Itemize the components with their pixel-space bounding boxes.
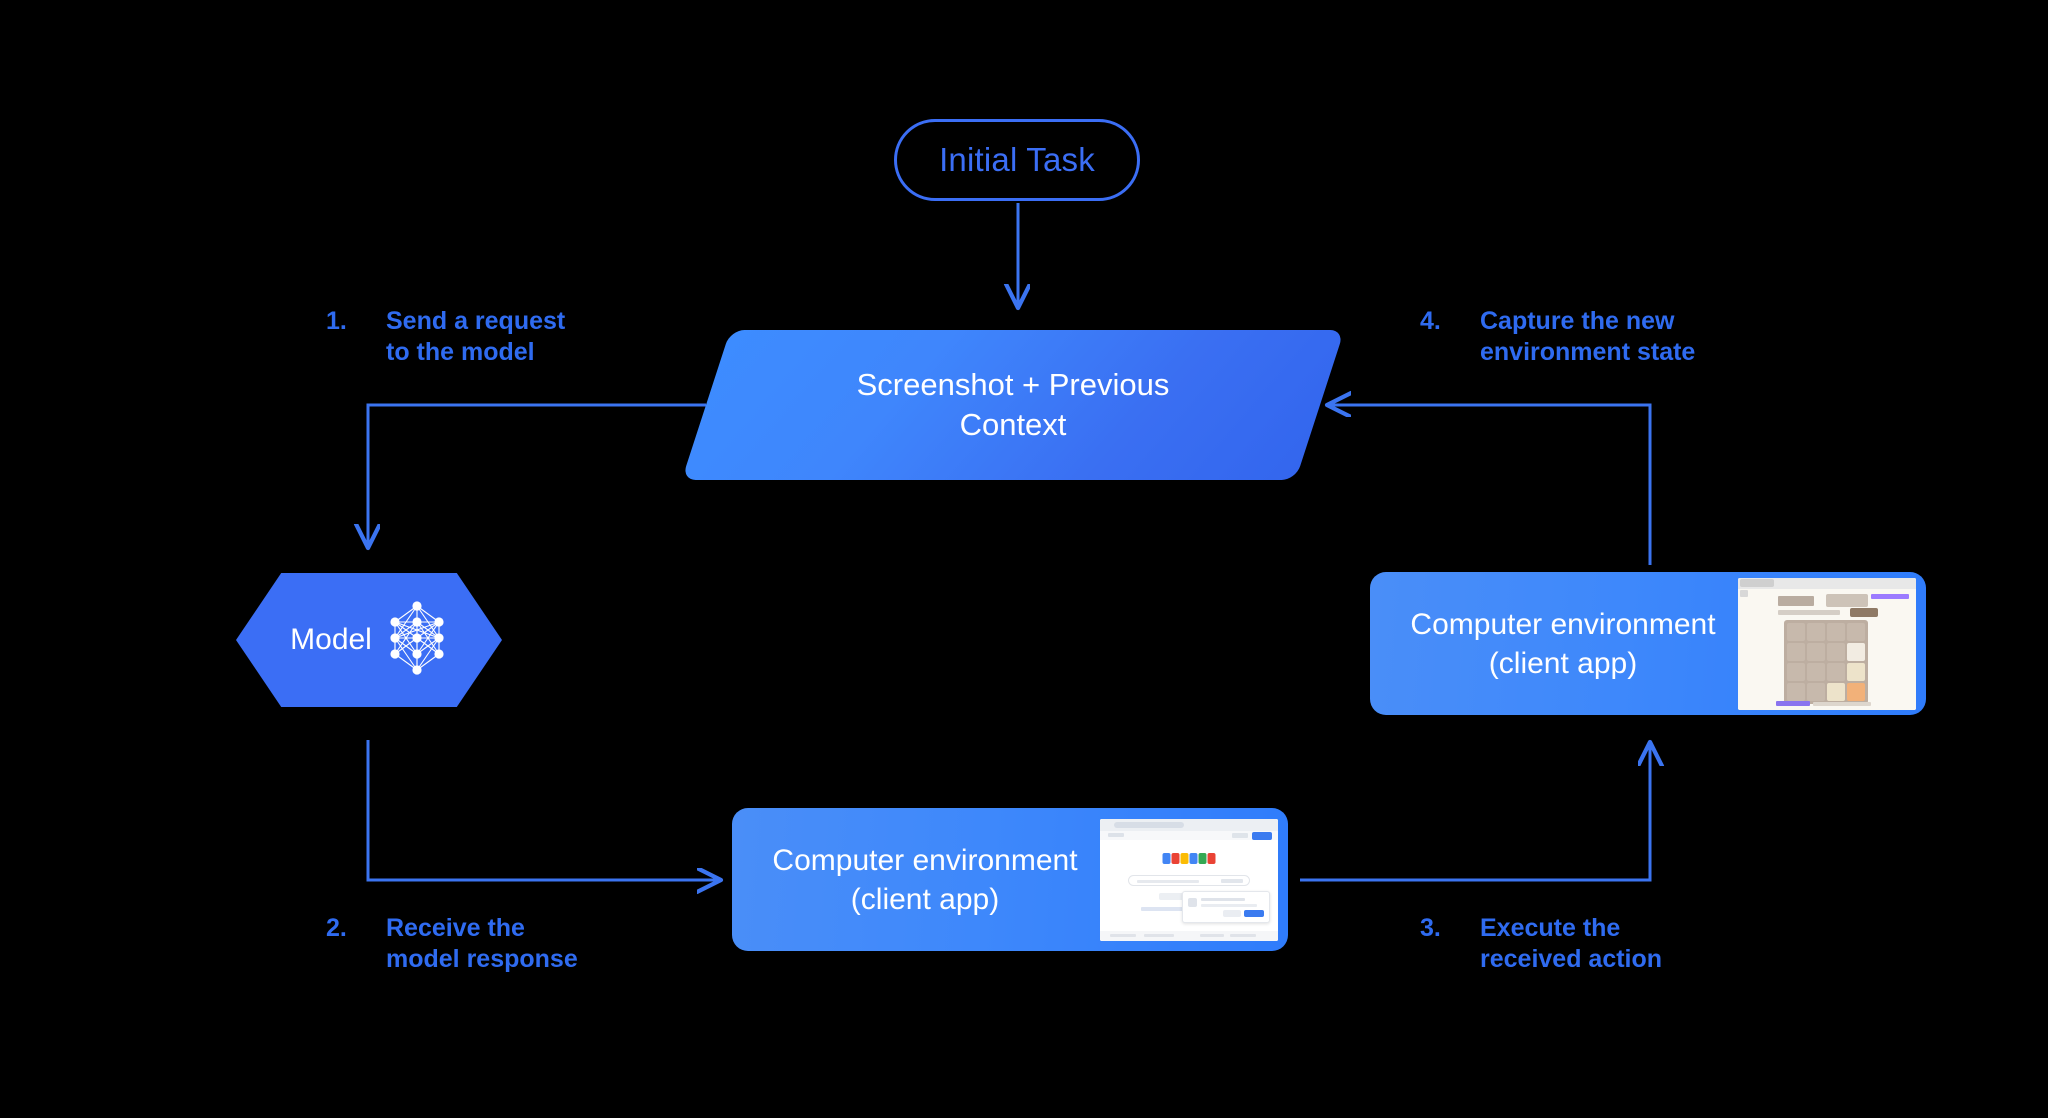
step-2: 2. Receive the model response <box>326 913 578 976</box>
initial-task-label: Initial Task <box>939 141 1095 178</box>
thumbnail-2048-game <box>1738 577 1916 710</box>
step-3: 3. Execute the received action <box>1420 913 1662 976</box>
node-environment-right[interactable]: Computer environment (client app) <box>1370 572 1926 715</box>
model-label: Model <box>290 623 372 656</box>
node-environment-bottom[interactable]: Computer environment (client app) <box>732 808 1288 951</box>
arrow-context-to-model <box>368 403 706 545</box>
step-1-number: 1. <box>326 307 347 335</box>
environment-right-label: Computer environment (client app) <box>1370 605 1738 683</box>
node-screenshot-context[interactable]: Screenshot + Previous Context <box>681 330 1345 480</box>
environment-bottom-label-line2: (client app) <box>850 882 1000 916</box>
environment-bottom-label-line1: Computer environment <box>772 843 1078 877</box>
environment-bottom-label: Computer environment (client app) <box>732 841 1100 919</box>
neural-network-icon <box>386 600 448 681</box>
step-3-number: 3. <box>1420 914 1441 942</box>
node-model[interactable]: Model <box>236 573 502 707</box>
environment-right-label-line1: Computer environment <box>1410 607 1716 641</box>
google-logo-icon <box>1162 852 1216 864</box>
arrow-environment-to-context <box>1330 405 1652 565</box>
arrow-model-to-environment <box>366 740 718 880</box>
parallelogram-shape <box>681 330 1345 480</box>
step-3-text: Execute the received action <box>1480 914 1663 974</box>
environment-right-label-line2: (client app) <box>1488 646 1638 680</box>
step-1: 1. Send a request to the model <box>326 306 565 369</box>
step-4-number: 4. <box>1420 307 1441 335</box>
step-2-text: Receive the model response <box>386 914 578 974</box>
thumbnail-google-search <box>1100 818 1278 941</box>
step-2-number: 2. <box>326 914 347 942</box>
step-1-text: Send a request to the model <box>386 307 566 367</box>
hexagon-shape <box>236 573 502 707</box>
step-4-text: Capture the new environment state <box>1480 307 1696 367</box>
step-4: 4. Capture the new environment state <box>1420 306 1695 369</box>
arrow-environment-to-environment <box>1300 745 1650 882</box>
node-initial-task[interactable]: Initial Task <box>894 119 1140 201</box>
game-board-2048 <box>1784 619 1868 704</box>
